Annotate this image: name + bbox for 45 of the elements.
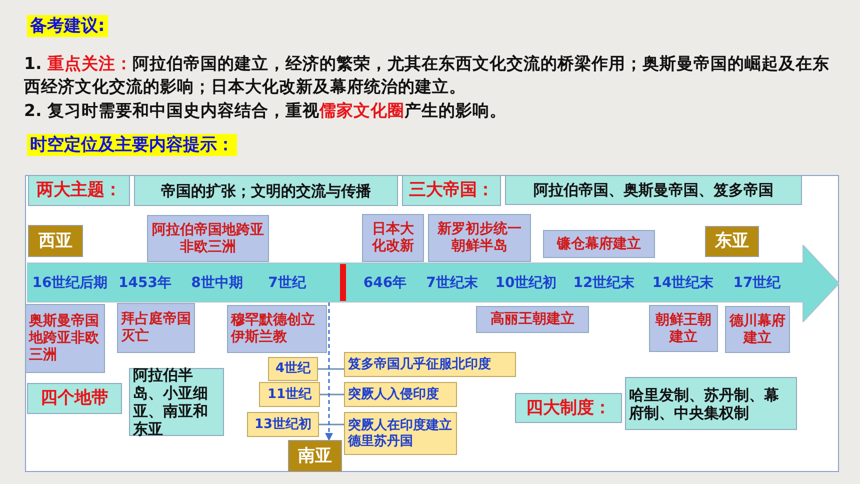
connector-line	[318, 368, 344, 370]
date-box: 11世纪	[259, 382, 320, 407]
date-label: 14世纪末	[652, 274, 714, 292]
date-label: 12世纪末	[573, 274, 635, 292]
event-box: 高丽王朝建立	[476, 306, 589, 333]
event-box: 朝鲜王朝建立	[649, 305, 718, 352]
label-box: 四个地带	[27, 383, 122, 414]
section-heading: 时空定位及主要内容提示：	[27, 134, 237, 156]
event-box: 镰仓幕府建立	[543, 230, 655, 258]
connector-line	[320, 394, 344, 396]
date-label: 16世纪后期	[32, 274, 108, 292]
region-list-box: 阿拉伯半岛、小亚细亚、南亚和东亚	[129, 368, 224, 436]
region-box: 南亚	[288, 440, 342, 472]
event-box: 拜占庭帝国灭亡	[117, 303, 195, 353]
date-label: 10世纪初	[495, 274, 557, 292]
event-box: 新罗初步统一朝鲜半岛	[428, 214, 531, 262]
label-box: 四大制度：	[515, 393, 622, 423]
date-label: 8世中期	[191, 274, 243, 292]
date-label: 7世纪	[268, 274, 306, 292]
date-label: 1453年	[118, 274, 172, 292]
label-box: 三大帝国：	[402, 175, 501, 206]
date-label: 17世纪	[733, 274, 781, 292]
date-label: 646年	[363, 274, 407, 292]
date-box: 4世纪	[268, 357, 318, 381]
region-box: 东亚	[705, 226, 759, 257]
event-box: 突厥人在印度建立德里苏丹国	[344, 412, 457, 455]
event-box: 穆罕默德创立伊斯兰教	[227, 305, 327, 353]
title-text: 备考建议:	[27, 15, 108, 37]
event-box: 笈多帝国几乎征服北印度	[344, 352, 516, 377]
note-paragraph: 2. 复习时需要和中国史内容结合，重视儒家文化圈产生的影响。	[24, 100, 508, 122]
theme-box: 帝国的扩张；文明的交流与传播	[134, 175, 398, 206]
dashed-arrow	[325, 302, 333, 441]
system-list-box: 哈里发制、苏丹制、幕府制、中央集权制	[625, 377, 797, 430]
theme-box: 阿拉伯帝国、奥斯曼帝国、笈多帝国	[505, 175, 802, 205]
date-label: 7世纪末	[426, 274, 478, 292]
event-box: 德川幕府建立	[725, 306, 790, 353]
note-paragraph: 1. 重点关注：阿拉伯帝国的建立，经济的繁荣，尤其在东西文化交流的桥梁作用；奥斯曼帝国的崛起及在东西经济文化交流的影响；日本大化改新及幕府统治的建立。	[24, 53, 830, 98]
event-box: 阿拉伯帝国地跨亚非欧三洲	[147, 215, 269, 262]
region-box: 西亚	[28, 225, 83, 257]
date-box: 13世纪初	[247, 412, 319, 437]
event-box: 奥斯曼帝国地跨亚非欧三洲	[25, 304, 105, 373]
event-box: 突厥人入侵印度	[344, 382, 457, 407]
label-box: 两大主题：	[28, 175, 130, 206]
event-box: 日本大化改新	[362, 214, 424, 262]
connector-line	[319, 424, 344, 426]
